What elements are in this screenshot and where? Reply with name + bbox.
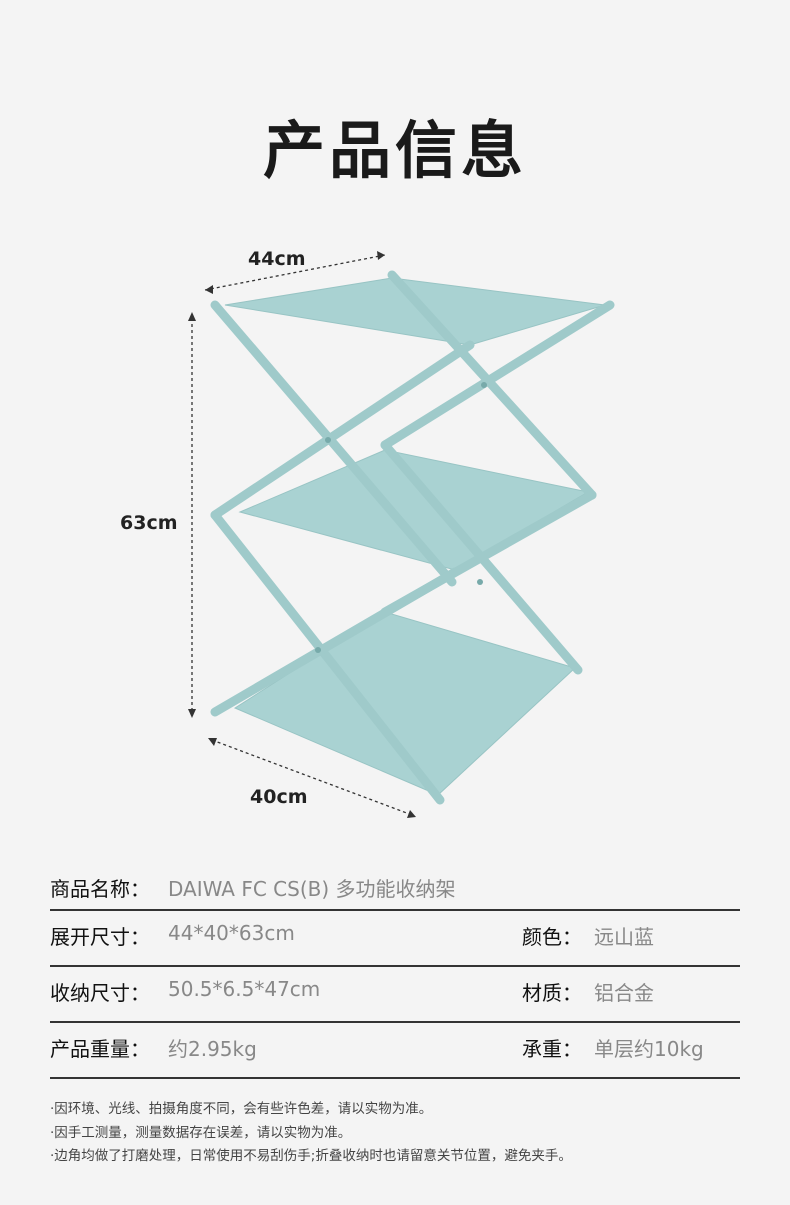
spec-label: 承重： xyxy=(522,1037,582,1061)
spec-row-name: 商品名称： DAIWA FC CS(B) 多功能收纳架 xyxy=(50,865,740,911)
spec-row: 展开尺寸： 44*40*63cm 颜色： 远山蓝 xyxy=(50,911,740,967)
spec-row: 收纳尺寸： 50.5*6.5*47cm 材质： 铝合金 xyxy=(50,967,740,1023)
spec-label: 展开尺寸： xyxy=(50,925,150,949)
spec-value: 约2.95kg xyxy=(168,1037,257,1061)
dimension-arrows xyxy=(191,254,413,816)
spec-row: 产品重量： 约2.95kg 承重： 单层约10kg xyxy=(50,1023,740,1079)
spec-label: 产品重量： xyxy=(50,1037,150,1061)
product-rack-image xyxy=(188,251,615,818)
spec-label: 颜色： xyxy=(522,925,582,949)
spec-value: 远山蓝 xyxy=(594,925,654,949)
spec-label: 收纳尺寸： xyxy=(50,981,150,1005)
spec-value: 铝合金 xyxy=(594,981,654,1005)
spec-label: 材质： xyxy=(522,981,582,1005)
width-dimension: 44cm xyxy=(248,248,306,270)
note: ·因手工测量，测量数据存在误差，请以实物为准。 xyxy=(50,1124,352,1141)
spec-value: DAIWA FC CS(B) 多功能收纳架 xyxy=(168,877,456,901)
notes: ·因环境、光线、拍摄角度不同，会有些许色差，请以实物为准。 ·因手工测量，测量数… xyxy=(50,1098,572,1169)
height-dimension: 63cm xyxy=(120,512,178,534)
spec-value: 44*40*63cm xyxy=(168,921,295,945)
depth-dimension: 40cm xyxy=(250,786,308,808)
page-title: 产品信息 xyxy=(262,114,527,187)
legs xyxy=(210,270,615,805)
note: ·边角均做了打磨处理，日常使用不易刮伤手;折叠收纳时也请留意关节位置，避免夹手。 xyxy=(50,1148,572,1164)
spec-value: 50.5*6.5*47cm xyxy=(168,977,321,1001)
note: ·因环境、光线、拍摄角度不同，会有些许色差，请以实物为准。 xyxy=(50,1101,433,1117)
spec-value: 单层约10kg xyxy=(594,1037,704,1061)
spec-table: 商品名称： DAIWA FC CS(B) 多功能收纳架 展开尺寸： 44*40*… xyxy=(50,865,740,1079)
spec-label: 商品名称： xyxy=(50,877,150,901)
